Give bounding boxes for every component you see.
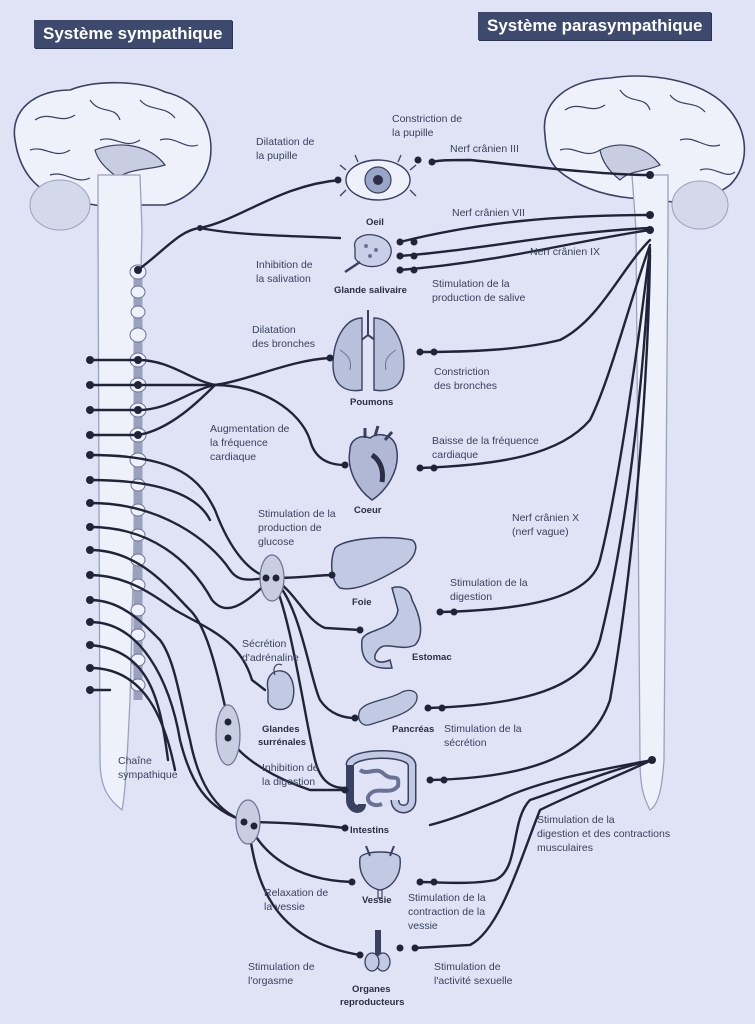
symp-saliva-2: la salivation	[256, 273, 311, 285]
para-bronchi-1: Constriction	[434, 366, 490, 378]
heart-icon	[348, 425, 398, 501]
eye-icon	[339, 154, 417, 201]
symp-orgasm-2: l'orgasme	[248, 975, 293, 987]
symp-bronchi-1: Dilatation	[252, 324, 296, 336]
intestines-label: Intestins	[350, 825, 389, 836]
para-bladder-2: contraction de la	[408, 906, 485, 918]
para-bladder-1: Stimulation de la	[408, 892, 486, 904]
salivary-gland-label: Glande salivaire	[334, 285, 407, 296]
parasympathetic-nerves	[398, 158, 654, 950]
symp-orgasm-1: Stimulation de	[248, 961, 315, 973]
para-pupil-2: la pupille	[392, 127, 434, 139]
lungs-icon	[332, 310, 405, 392]
pancreas-icon	[358, 689, 418, 726]
symp-saliva-1: Inhibition de	[256, 259, 313, 271]
lungs-label: Poumons	[350, 397, 393, 408]
para-sexual-2: l'activité sexuelle	[434, 975, 513, 987]
cranial-nerve-10-label-1: Nerf crânien X	[512, 512, 579, 524]
reproductive-label-2: reproducteurs	[340, 997, 404, 1008]
para-intestine-1: Stimulation de la	[537, 814, 615, 826]
symp-heart-1: Augmentation de	[210, 423, 290, 435]
symp-glucose-2: production de	[258, 522, 322, 534]
para-pupil-1: Constriction de	[392, 113, 462, 125]
para-secretion-2: sécrétion	[444, 737, 487, 749]
sympathetic-outflow-dots	[86, 225, 203, 694]
symp-digestion-2: la digestion	[262, 776, 315, 788]
adrenal-glands-icon	[266, 663, 295, 711]
stomach-icon	[361, 586, 422, 669]
symp-digestion-1: Inhibition de	[262, 762, 319, 774]
para-bronchi-2: des bronches	[434, 380, 497, 392]
chain-label-line2: sympathique	[118, 769, 178, 781]
symp-bladder-1: Relaxation de	[264, 887, 328, 899]
para-digestion-1: Stimulation de la	[450, 577, 528, 589]
liver-icon	[330, 536, 417, 590]
symp-pupil-1: Dilatation de	[256, 136, 315, 148]
symp-glucose-1: Stimulation de la	[258, 508, 336, 520]
para-saliva-1: Stimulation de la	[432, 278, 510, 290]
right-brain-illustration	[543, 75, 746, 811]
symp-pupil-2: la pupille	[256, 150, 298, 162]
eye-label: Oeil	[366, 217, 384, 228]
parasympathetic-terminals	[396, 156, 656, 952]
cranial-nerve-7-label: Nerf crânien VII	[452, 207, 525, 219]
para-secretion-1: Stimulation de la	[444, 723, 522, 735]
adrenal-glands-label-1: Glandes	[262, 724, 300, 735]
symp-heart-3: cardiaque	[210, 451, 256, 463]
adrenal-glands-label-2: surrénales	[258, 737, 306, 748]
cranial-nerve-10-label-2: (nerf vague)	[512, 526, 569, 538]
para-saliva-2: production de salive	[432, 292, 526, 304]
salivary-gland-icon	[344, 234, 392, 274]
para-intestine-2: digestion et des contractions	[537, 828, 670, 840]
sympathetic-terminals	[326, 176, 364, 959]
para-bladder-3: vessie	[408, 920, 438, 932]
para-heart-2: cardiaque	[432, 449, 478, 461]
liver-label: Foie	[352, 597, 372, 608]
sympathetic-system-title: Système sympathique	[34, 20, 232, 48]
reproductive-organs-icon	[364, 930, 391, 972]
cranial-nerve-9-label: Nerf crânien IX	[530, 246, 600, 258]
para-intestine-3: musculaires	[537, 842, 593, 854]
symp-bronchi-2: des bronches	[252, 338, 315, 350]
parasympathetic-system-title: Système parasympathique	[478, 12, 712, 40]
pancreas-label: Pancréas	[392, 724, 434, 735]
para-digestion-2: digestion	[450, 591, 492, 603]
symp-adrenaline-2: d'adrénaline	[242, 652, 299, 664]
sympathetic-nerves	[88, 178, 362, 957]
symp-glucose-3: glucose	[258, 536, 294, 548]
heart-label: Coeur	[354, 505, 382, 516]
bladder-label: Vessie	[362, 895, 392, 906]
symp-bladder-2: la vessie	[264, 901, 305, 913]
bladder-icon	[359, 845, 401, 899]
para-heart-1: Baisse de la fréquence	[432, 435, 539, 447]
stomach-label: Estomac	[412, 652, 452, 663]
symp-adrenaline-1: Sécrétion	[242, 638, 287, 650]
sympathetic-ganglia	[215, 554, 285, 845]
symp-heart-2: la fréquence	[210, 437, 268, 449]
intestines-icon	[345, 750, 417, 814]
para-sexual-1: Stimulation de	[434, 961, 501, 973]
cranial-nerve-3-label: Nerf crânien III	[450, 143, 519, 155]
sympathetic-chain	[129, 264, 147, 700]
reproductive-label-1: Organes	[352, 984, 391, 995]
chain-label-line1: Chaîne	[118, 755, 152, 767]
